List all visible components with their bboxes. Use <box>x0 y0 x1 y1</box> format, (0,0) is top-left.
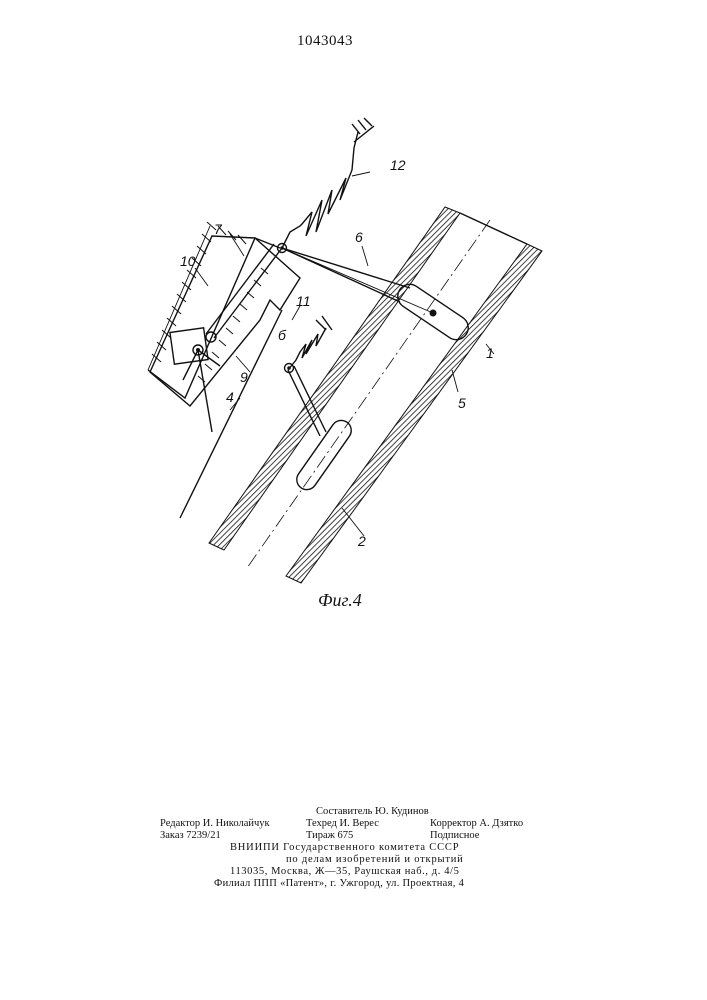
address: 113035, Москва, Ж—35, Раушская наб., д. … <box>230 866 459 878</box>
label-2: 2 <box>357 533 366 549</box>
org-line-1: ВНИИПИ Государственного комитета СССР <box>230 842 459 854</box>
label-9: 9 <box>240 369 248 385</box>
tube-top-edge <box>460 213 527 244</box>
label-5: 5 <box>458 395 466 411</box>
support-frame <box>148 222 280 398</box>
figure-caption: Фиг.4 <box>318 590 362 610</box>
tube-right-wall <box>286 244 542 583</box>
tube-axis <box>247 220 490 568</box>
label-10: 10 <box>180 253 196 269</box>
subscription: Подписное <box>430 830 479 842</box>
label-7: 7 <box>214 221 223 237</box>
editor: Редактор И. Николайчук <box>160 818 270 830</box>
org-line-2: по делам изобретений и открытий <box>286 854 464 866</box>
techred: Техред И. Верес <box>306 818 379 830</box>
label-1: 1 <box>486 345 494 361</box>
spring-anchor <box>352 118 374 142</box>
label-6: 6 <box>355 229 363 245</box>
order: Заказ 7239/21 <box>160 830 221 842</box>
label-4: 4 <box>226 389 234 405</box>
circulation: Тираж 675 <box>306 830 353 842</box>
label-b: б <box>278 327 287 343</box>
composer: Составитель Ю. Кудинов <box>316 806 429 818</box>
label-11: 11 <box>296 293 311 309</box>
branch: Филиал ППП «Патент», г. Ужгород, ул. Про… <box>214 878 464 890</box>
spring-11 <box>288 316 332 370</box>
corrector: Корректор А. Дзятко <box>430 818 523 830</box>
colophon: Составитель Ю. Кудинов Редактор И. Никол… <box>160 806 540 890</box>
spring-12 <box>282 132 358 248</box>
label-12: 12 <box>390 157 406 173</box>
